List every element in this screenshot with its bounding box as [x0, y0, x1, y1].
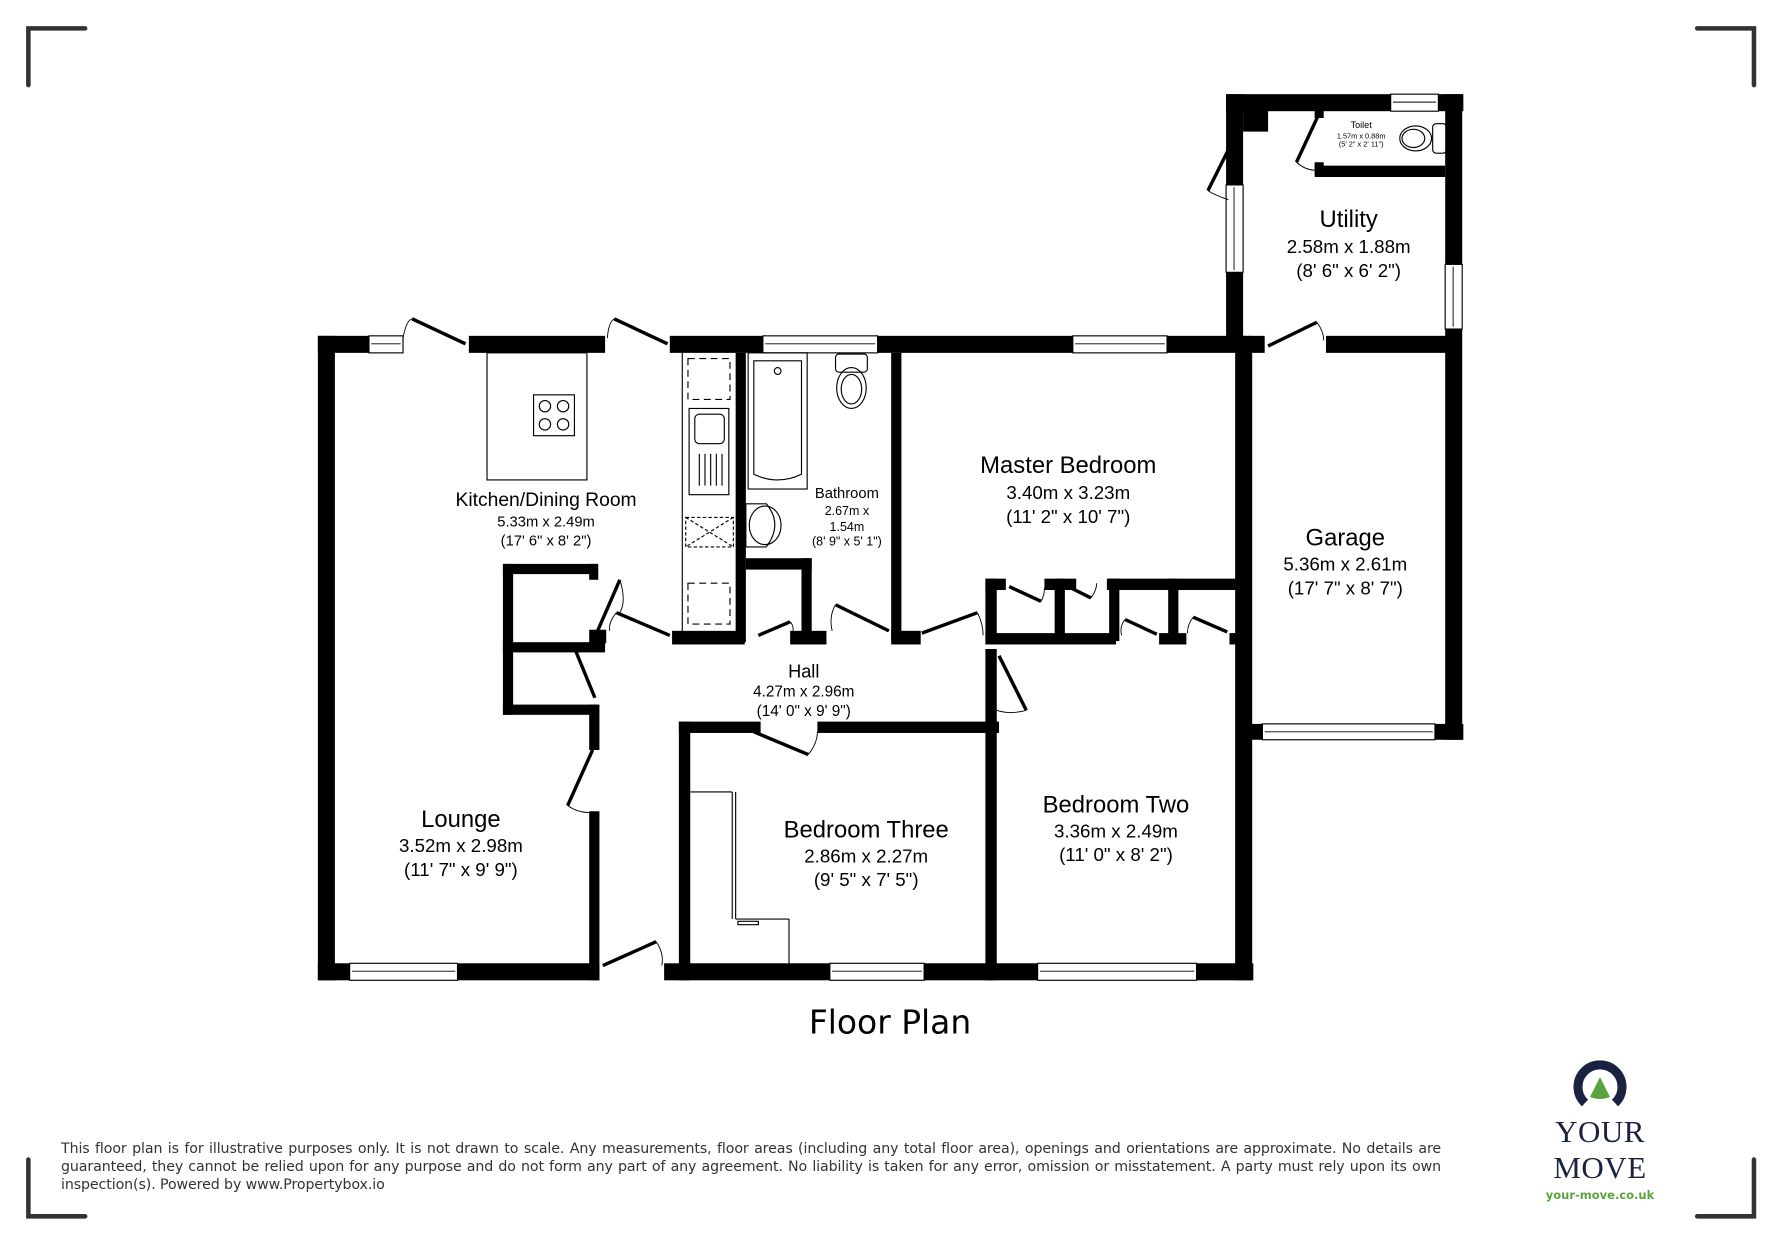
kitchen-island	[486, 352, 588, 481]
sink-icon	[688, 407, 730, 496]
room-dimensions-metric: 2.58m x 1.88m	[1287, 236, 1411, 257]
label-kitchen-dining-room: Kitchen/Dining Room 5.33m x 2.49m (17' 6…	[455, 490, 636, 550]
room-dimensions-imperial: (11' 2" x 10' 7")	[1006, 506, 1130, 527]
page-title: Floor Plan	[809, 1003, 971, 1042]
room-dimensions-metric: 1.57m x 0.88m	[1337, 131, 1386, 140]
room-dimensions-metric: 1.54m	[830, 520, 865, 534]
label-bedroom-three: Bedroom Three 2.86m x 2.27m (9' 5" x 7' …	[784, 816, 949, 890]
corner-bracket-icon	[26, 26, 1757, 1219]
room-name: Toilet	[1351, 120, 1373, 130]
room-dimensions-imperial: (9' 5" x 7' 5")	[814, 869, 919, 890]
your-move-logo: YOUR MOVE your-move.co.uk	[1505, 1055, 1695, 1202]
room-dimensions-metric: 3.40m x 3.23m	[1006, 482, 1130, 503]
wardrobe	[690, 791, 790, 964]
room-dimensions-metric: 4.27m x 2.96m	[753, 684, 854, 701]
kitchen-counter	[681, 352, 734, 634]
label-bedroom-two: Bedroom Two 3.36m x 2.49m (11' 0" x 8' 2…	[1043, 791, 1190, 865]
label-bathroom: Bathroom 2.67m x 1.54m (8' 9" x 5' 1")	[812, 486, 882, 549]
room-dimensions-metric: 3.36m x 2.49m	[1054, 820, 1178, 841]
toilet-icon	[834, 353, 868, 410]
your-move-logo-icon	[1573, 1060, 1627, 1107]
room-dimensions-imperial: (17' 6" x 8' 2")	[501, 534, 592, 550]
room-dimensions-metric: 2.67m x	[825, 504, 870, 518]
room-dimensions-imperial: (8' 6" x 6' 2")	[1296, 260, 1401, 281]
room-dimensions-imperial: (11' 0" x 8' 2")	[1059, 844, 1173, 865]
room-labels: Kitchen/Dining Room 5.33m x 2.49m (17' 6…	[399, 120, 1411, 890]
bath-icon	[747, 352, 808, 490]
room-dimensions-metric: 5.33m x 2.49m	[497, 514, 595, 530]
room-dimensions-metric: 3.52m x 2.98m	[399, 835, 523, 856]
room-dimensions-imperial: (17' 7" x 8' 7")	[1288, 578, 1403, 599]
room-dimensions-metric: 5.36m x 2.61m	[1283, 554, 1407, 575]
label-toilet: Toilet 1.57m x 0.88m (5' 2" x 2' 11")	[1337, 120, 1386, 148]
room-name: Garage	[1306, 525, 1386, 552]
room-name: Kitchen/Dining Room	[455, 490, 636, 511]
room-dimensions-imperial: (14' 0" x 9' 9")	[757, 703, 851, 720]
room-name: Bathroom	[815, 486, 879, 502]
hob-icon	[533, 394, 576, 437]
door-swing-icon	[402, 112, 1325, 968]
appliance-icon	[685, 516, 734, 548]
label-utility: Utility 2.58m x 1.88m (8' 6" x 6' 2")	[1287, 206, 1411, 281]
logo-wordmark: YOUR MOVE	[1553, 1114, 1647, 1185]
toilet-icon	[1399, 123, 1447, 154]
room-name: Bedroom Three	[784, 816, 949, 843]
walls	[317, 94, 1464, 981]
label-garage: Garage 5.36m x 2.61m (17' 7" x 8' 7")	[1283, 525, 1407, 599]
room-dimensions-imperial: (8' 9" x 5' 1")	[812, 535, 882, 549]
room-name: Master Bedroom	[980, 452, 1156, 479]
room-name: Utility	[1320, 206, 1378, 233]
room-name: Hall	[788, 661, 819, 681]
disclaimer-text: This floor plan is for illustrative purp…	[61, 1141, 1441, 1193]
label-hall: Hall 4.27m x 2.96m (14' 0" x 9' 9")	[753, 661, 854, 720]
room-name: Bedroom Two	[1043, 791, 1190, 818]
room-dimensions-metric: 2.86m x 2.27m	[804, 845, 928, 866]
logo-url: your-move.co.uk	[1545, 1188, 1655, 1202]
label-lounge: Lounge 3.52m x 2.98m (11' 7" x 9' 9")	[399, 806, 523, 880]
room-dimensions-imperial: (11' 7" x 9' 9")	[404, 859, 518, 880]
room-dimensions-imperial: (5' 2" x 2' 11")	[1339, 139, 1384, 148]
window-icon	[349, 93, 1463, 981]
label-master-bedroom: Master Bedroom 3.40m x 3.23m (11' 2" x 1…	[980, 452, 1156, 527]
basin-icon	[745, 503, 782, 548]
room-name: Lounge	[421, 806, 501, 833]
